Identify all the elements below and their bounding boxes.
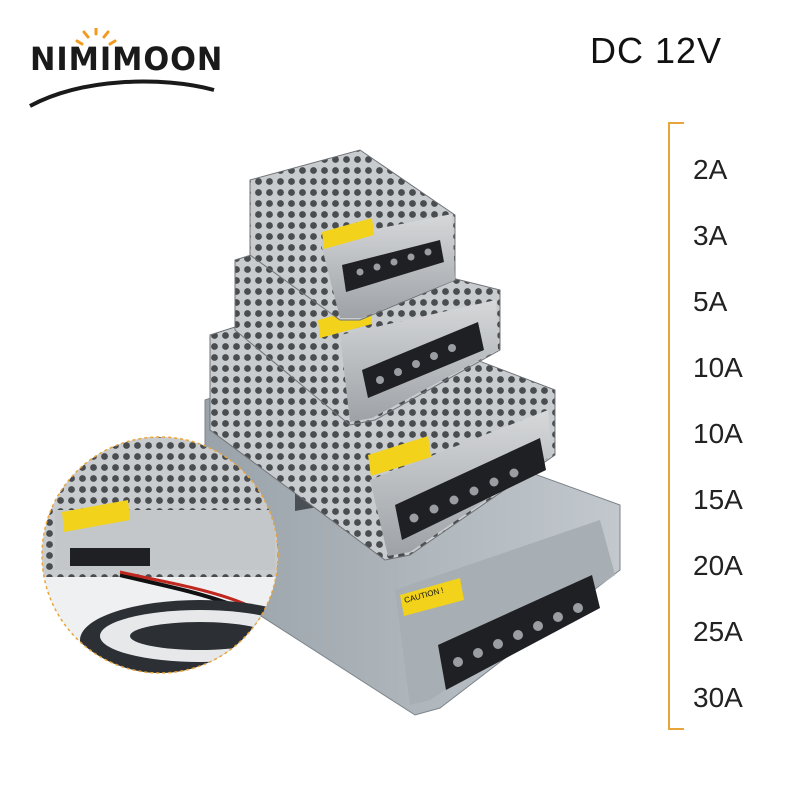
current-option: 2A — [693, 154, 728, 185]
brand-name: NIMIMOON — [30, 40, 224, 78]
brand-logo: NIMIMOON — [22, 28, 222, 108]
current-option: 20A — [693, 550, 743, 581]
current-bracket — [668, 122, 688, 730]
current-list: 2A 3A 5A 10A 10A 15A 20A 25A 30A — [693, 152, 743, 746]
power-supply-2 — [249, 149, 456, 321]
current-option: 15A — [693, 484, 743, 515]
voltage-title: DC 12V — [590, 30, 723, 71]
caution-sticker — [400, 578, 464, 616]
current-option: 10A — [693, 352, 743, 383]
current-option: 5A — [693, 286, 728, 317]
logo-graphic — [29, 28, 215, 108]
current-option: 3A — [693, 220, 728, 251]
product-photo: CAUTION ! — [41, 149, 621, 716]
current-option: 25A — [693, 616, 743, 647]
current-option: 30A — [693, 682, 743, 713]
current-option: 10A — [693, 418, 743, 449]
